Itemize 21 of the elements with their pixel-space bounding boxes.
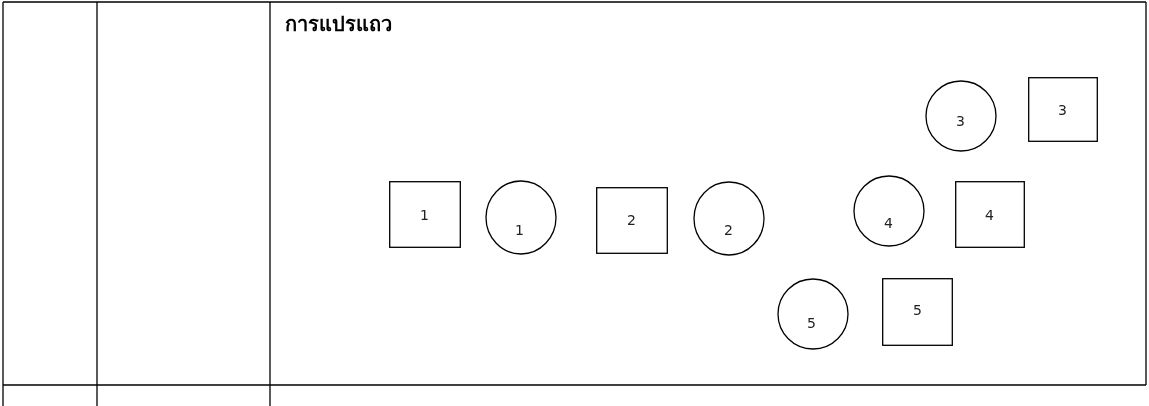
node-number: 4 bbox=[985, 207, 994, 223]
node-number: 3 bbox=[1058, 102, 1067, 118]
node-number: 4 bbox=[884, 215, 893, 231]
node-number: 1 bbox=[515, 222, 524, 238]
square-node bbox=[955, 181, 1025, 248]
square-node bbox=[389, 181, 461, 248]
node-number: 1 bbox=[420, 207, 429, 223]
circle-node bbox=[777, 278, 849, 350]
node-number: 5 bbox=[807, 315, 816, 331]
square-node bbox=[596, 187, 668, 254]
node-number: 2 bbox=[627, 212, 636, 228]
square-node bbox=[1028, 77, 1098, 142]
node-number: 5 bbox=[913, 302, 922, 318]
square-node bbox=[882, 278, 953, 346]
title: การแปรแถว bbox=[285, 11, 392, 38]
node-number: 2 bbox=[724, 222, 733, 238]
circle-node bbox=[925, 80, 997, 152]
circle-node bbox=[853, 175, 925, 247]
node-number: 3 bbox=[956, 113, 965, 129]
circle-node bbox=[693, 181, 765, 256]
circle-node bbox=[485, 180, 557, 255]
